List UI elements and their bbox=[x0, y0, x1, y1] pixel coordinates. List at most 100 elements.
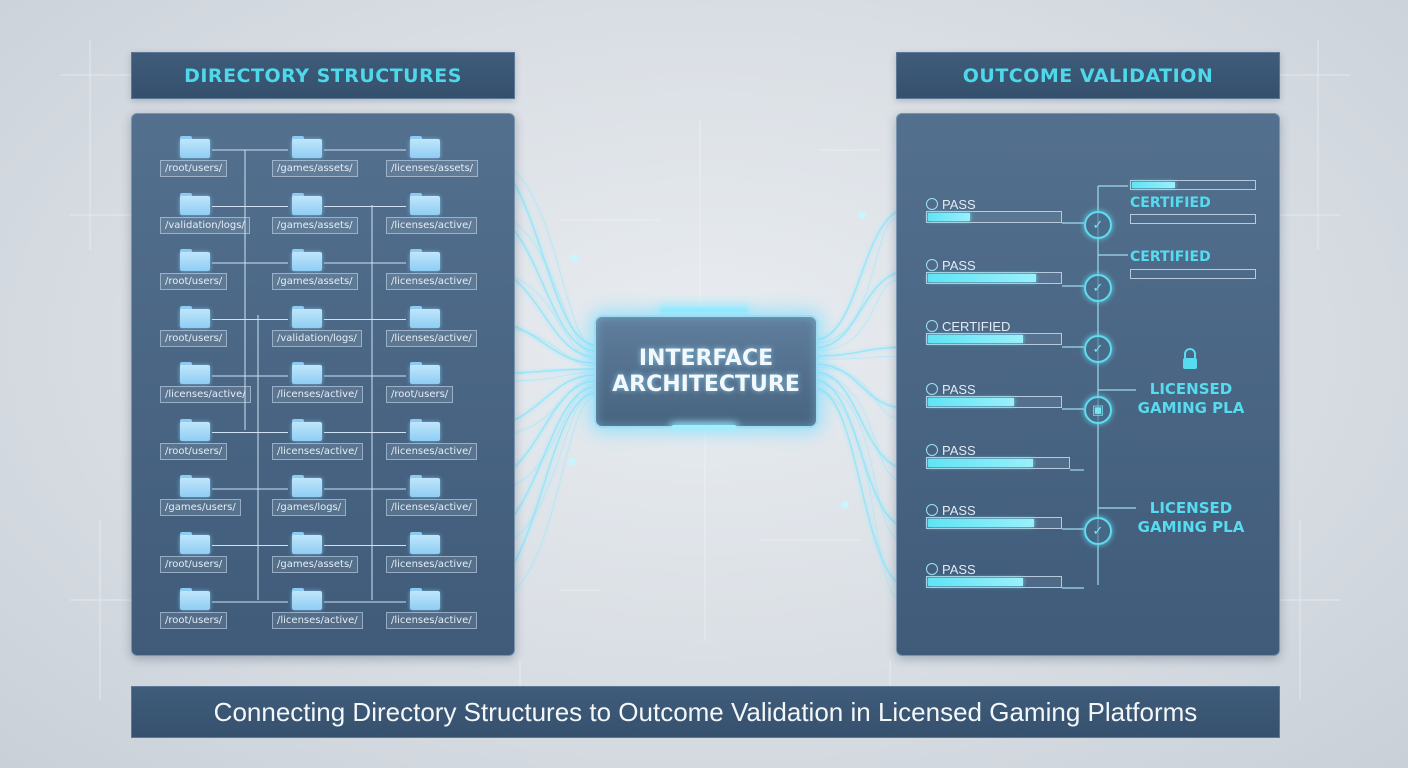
folder-icon bbox=[180, 192, 210, 215]
top-progress-bar bbox=[1130, 180, 1256, 190]
directory-path-label: /games/logs/ bbox=[272, 499, 347, 516]
certified-progress-bar bbox=[1130, 269, 1256, 279]
directory-item[interactable]: /root/users/ bbox=[386, 362, 490, 406]
directory-path-label: /root/users/ bbox=[160, 273, 228, 290]
directory-path-label: /games/assets/ bbox=[272, 160, 358, 177]
directory-path-label: /games/assets/ bbox=[272, 273, 358, 290]
validation-status: PASS bbox=[926, 382, 976, 397]
directory-path-label: /games/assets/ bbox=[272, 216, 358, 234]
directory-item[interactable]: /root/users/ bbox=[160, 531, 260, 576]
footer-caption: Connecting Directory Structures to Outco… bbox=[131, 686, 1280, 738]
directory-item[interactable]: /games/assets/ bbox=[272, 136, 372, 180]
folder-icon bbox=[410, 362, 440, 384]
directory-item[interactable]: /games/logs/ bbox=[272, 475, 372, 519]
directory-path-label: /root/users/ bbox=[160, 329, 228, 347]
directory-path-label: /licenses/active/ bbox=[386, 499, 477, 516]
directory-item[interactable]: /licenses/active/ bbox=[272, 588, 372, 632]
directory-item[interactable]: /licenses/active/ bbox=[386, 588, 490, 632]
folder-icon bbox=[410, 418, 440, 441]
directory-item[interactable]: /licenses/active/ bbox=[272, 418, 372, 463]
folder-icon bbox=[292, 531, 322, 554]
directory-item[interactable]: /root/users/ bbox=[160, 136, 260, 180]
license-node-icon: ▣ bbox=[1084, 396, 1112, 424]
directory-item[interactable]: /games/assets/ bbox=[272, 249, 372, 293]
validation-progress-bar bbox=[926, 517, 1062, 529]
directory-item[interactable]: /validation/logs/ bbox=[272, 305, 372, 350]
directory-item[interactable]: /licenses/assets/ bbox=[386, 136, 490, 180]
directory-item[interactable]: /licenses/active/ bbox=[386, 305, 490, 350]
folder-icon bbox=[292, 475, 322, 497]
validation-progress-fill bbox=[928, 459, 1033, 467]
folder-icon bbox=[180, 475, 210, 497]
directory-path-label: /games/users/ bbox=[160, 499, 241, 516]
folder-icon bbox=[180, 362, 210, 384]
check-circle-icon bbox=[926, 563, 938, 575]
validation-progress-fill bbox=[928, 274, 1036, 282]
directory-item[interactable]: /validation/logs/ bbox=[160, 192, 260, 237]
directory-item[interactable]: /root/users/ bbox=[160, 305, 260, 350]
folder-icon bbox=[410, 305, 440, 328]
folder-icon bbox=[292, 305, 322, 328]
folder-icon bbox=[180, 136, 210, 158]
directory-path-label: /licenses/active/ bbox=[386, 612, 477, 629]
folder-icon bbox=[292, 136, 322, 158]
validation-progress-fill bbox=[928, 578, 1023, 586]
directory-item[interactable]: /root/users/ bbox=[160, 418, 260, 463]
folder-icon bbox=[410, 531, 440, 554]
directory-item[interactable]: /games/assets/ bbox=[272, 531, 372, 576]
folder-icon bbox=[292, 418, 322, 441]
validation-status: PASS bbox=[926, 258, 976, 273]
directory-path-label: /licenses/active/ bbox=[160, 386, 251, 403]
licensed-line2: GAMING PLA bbox=[1137, 399, 1245, 417]
status-text: CERTIFIED bbox=[942, 319, 1011, 334]
directory-path-label: /root/users/ bbox=[160, 612, 228, 629]
glow-bar bbox=[672, 425, 736, 428]
validation-status: PASS bbox=[926, 197, 976, 212]
status-text: PASS bbox=[942, 503, 976, 518]
directory-item[interactable]: /licenses/active/ bbox=[386, 192, 490, 237]
check-node-icon: ✓ bbox=[1084, 517, 1112, 545]
status-text: PASS bbox=[942, 197, 976, 212]
folder-icon bbox=[410, 136, 440, 158]
directory-path-label: /licenses/active/ bbox=[272, 386, 363, 403]
directory-item[interactable]: /root/users/ bbox=[160, 588, 260, 632]
directory-path-label: /licenses/assets/ bbox=[386, 160, 479, 177]
directory-item[interactable]: /licenses/active/ bbox=[386, 475, 490, 519]
status-text: PASS bbox=[942, 258, 976, 273]
validation-progress-bar bbox=[926, 576, 1062, 588]
check-circle-icon bbox=[926, 259, 938, 271]
check-circle-icon bbox=[926, 444, 938, 456]
directory-path-label: /root/users/ bbox=[160, 160, 228, 177]
directory-path-label: /licenses/active/ bbox=[386, 216, 477, 234]
status-text: PASS bbox=[942, 443, 976, 458]
directory-item[interactable]: /games/users/ bbox=[160, 475, 260, 519]
directory-item[interactable]: /licenses/active/ bbox=[272, 362, 372, 406]
folder-icon bbox=[180, 249, 210, 271]
folder-icon bbox=[180, 588, 210, 610]
directory-structures-header: DIRECTORY STRUCTURES bbox=[131, 52, 515, 99]
folder-icon bbox=[292, 249, 322, 271]
directory-item[interactable]: /licenses/active/ bbox=[386, 418, 490, 463]
validation-progress-bar bbox=[926, 396, 1062, 408]
validation-status: CERTIFIED bbox=[926, 319, 1010, 334]
check-node-icon: ✓ bbox=[1084, 274, 1112, 302]
validation-progress-bar bbox=[926, 272, 1062, 284]
directory-item[interactable]: /licenses/active/ bbox=[386, 249, 490, 293]
directory-item[interactable]: /licenses/active/ bbox=[160, 362, 260, 406]
check-circle-icon bbox=[926, 198, 938, 210]
licensed-line1: LICENSED bbox=[1149, 499, 1233, 517]
folder-icon bbox=[410, 192, 440, 215]
directory-item[interactable]: /licenses/active/ bbox=[386, 531, 490, 576]
directory-path-label: /licenses/active/ bbox=[386, 329, 477, 347]
licensed-line2: GAMING PLA bbox=[1137, 518, 1245, 536]
licensed-label: LICENSED GAMING PLA bbox=[1136, 380, 1246, 418]
validation-progress-bar bbox=[926, 211, 1062, 223]
validation-panel bbox=[896, 113, 1280, 656]
directory-item[interactable]: /root/users/ bbox=[160, 249, 260, 293]
validation-status: PASS bbox=[926, 503, 976, 518]
lock-icon bbox=[1183, 348, 1197, 369]
directory-item[interactable]: /games/assets/ bbox=[272, 192, 372, 237]
folder-icon bbox=[292, 192, 322, 215]
folder-icon bbox=[292, 588, 322, 610]
outcome-validation-header: OUTCOME VALIDATION bbox=[896, 52, 1280, 99]
